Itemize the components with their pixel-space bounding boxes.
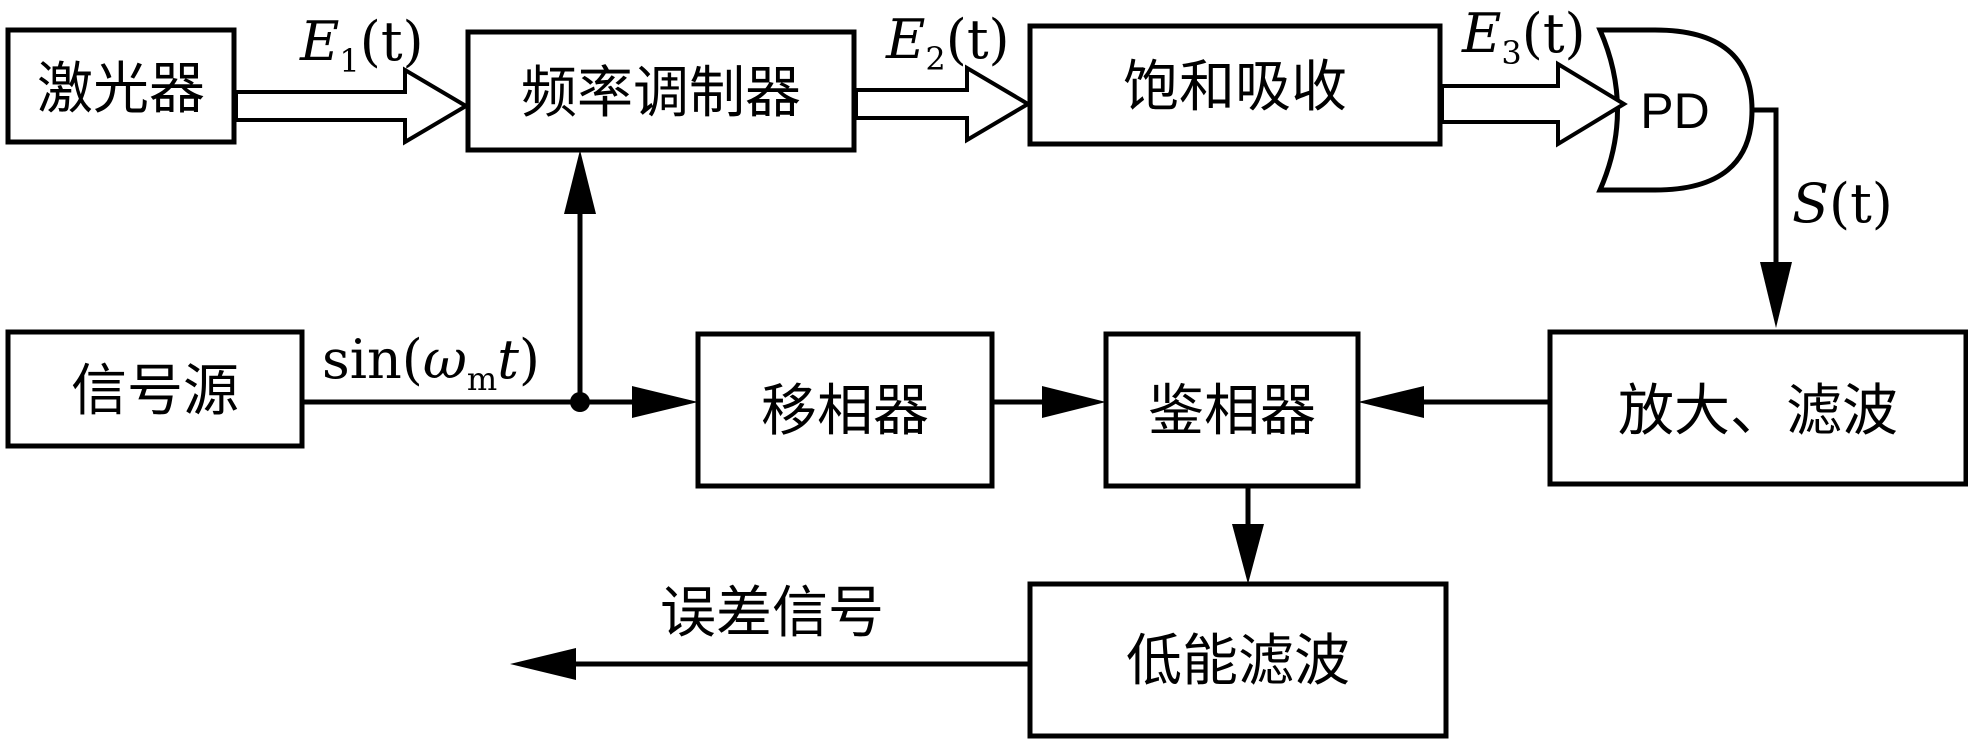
- block-signal-source-label: 信号源: [71, 359, 239, 424]
- block-freq-modulator-label: 频率调制器: [521, 61, 801, 126]
- block-lowpass-filter: 低能滤波: [1027, 581, 1449, 739]
- block-phase-detector: 鉴相器: [1103, 331, 1361, 489]
- optical-arrow-modulator-to-absorption: [854, 64, 1032, 144]
- signal-label-e3: E3(t): [1461, 2, 1586, 72]
- block-saturated-absorption: 饱和吸收: [1027, 23, 1443, 147]
- block-laser: 激光器: [5, 27, 237, 145]
- signal-label-s: S(t): [1792, 172, 1893, 235]
- photodetector-label: PD: [1640, 83, 1709, 139]
- wire-amp-to-detector: [1358, 386, 1550, 418]
- signal-label-modulation: sin(ωmt): [322, 328, 540, 398]
- wire-branch-to-modulator: [564, 150, 596, 402]
- block-amp-filter: 放大、滤波: [1547, 329, 1968, 487]
- signal-label-e2: E2(t): [885, 8, 1010, 78]
- block-saturated-absorption-label: 饱和吸收: [1123, 55, 1347, 120]
- block-phase-shifter-label: 移相器: [761, 379, 929, 444]
- block-freq-modulator: 频率调制器: [465, 29, 857, 153]
- wire-detector-to-lowpass: [1232, 486, 1264, 584]
- optical-arrow-absorption-to-pd: [1440, 60, 1628, 148]
- wire-error-output: [510, 648, 1030, 680]
- wire-shifter-to-detector: [992, 386, 1106, 418]
- block-lowpass-filter-label: 低能滤波: [1126, 629, 1350, 694]
- optical-arrow-laser-to-modulator: [234, 66, 470, 146]
- block-amp-filter-label: 放大、滤波: [1618, 379, 1898, 444]
- block-phase-shifter: 移相器: [695, 331, 995, 489]
- block-phase-detector-label: 鉴相器: [1148, 379, 1316, 444]
- block-laser-label: 激光器: [37, 57, 205, 122]
- error-signal-label: 误差信号: [660, 581, 884, 646]
- signal-label-e1: E1(t): [299, 10, 424, 80]
- block-photodetector: PD: [1596, 27, 1755, 193]
- wire-pd-to-amp: [1752, 107, 1792, 328]
- block-signal-source: 信号源: [5, 329, 305, 449]
